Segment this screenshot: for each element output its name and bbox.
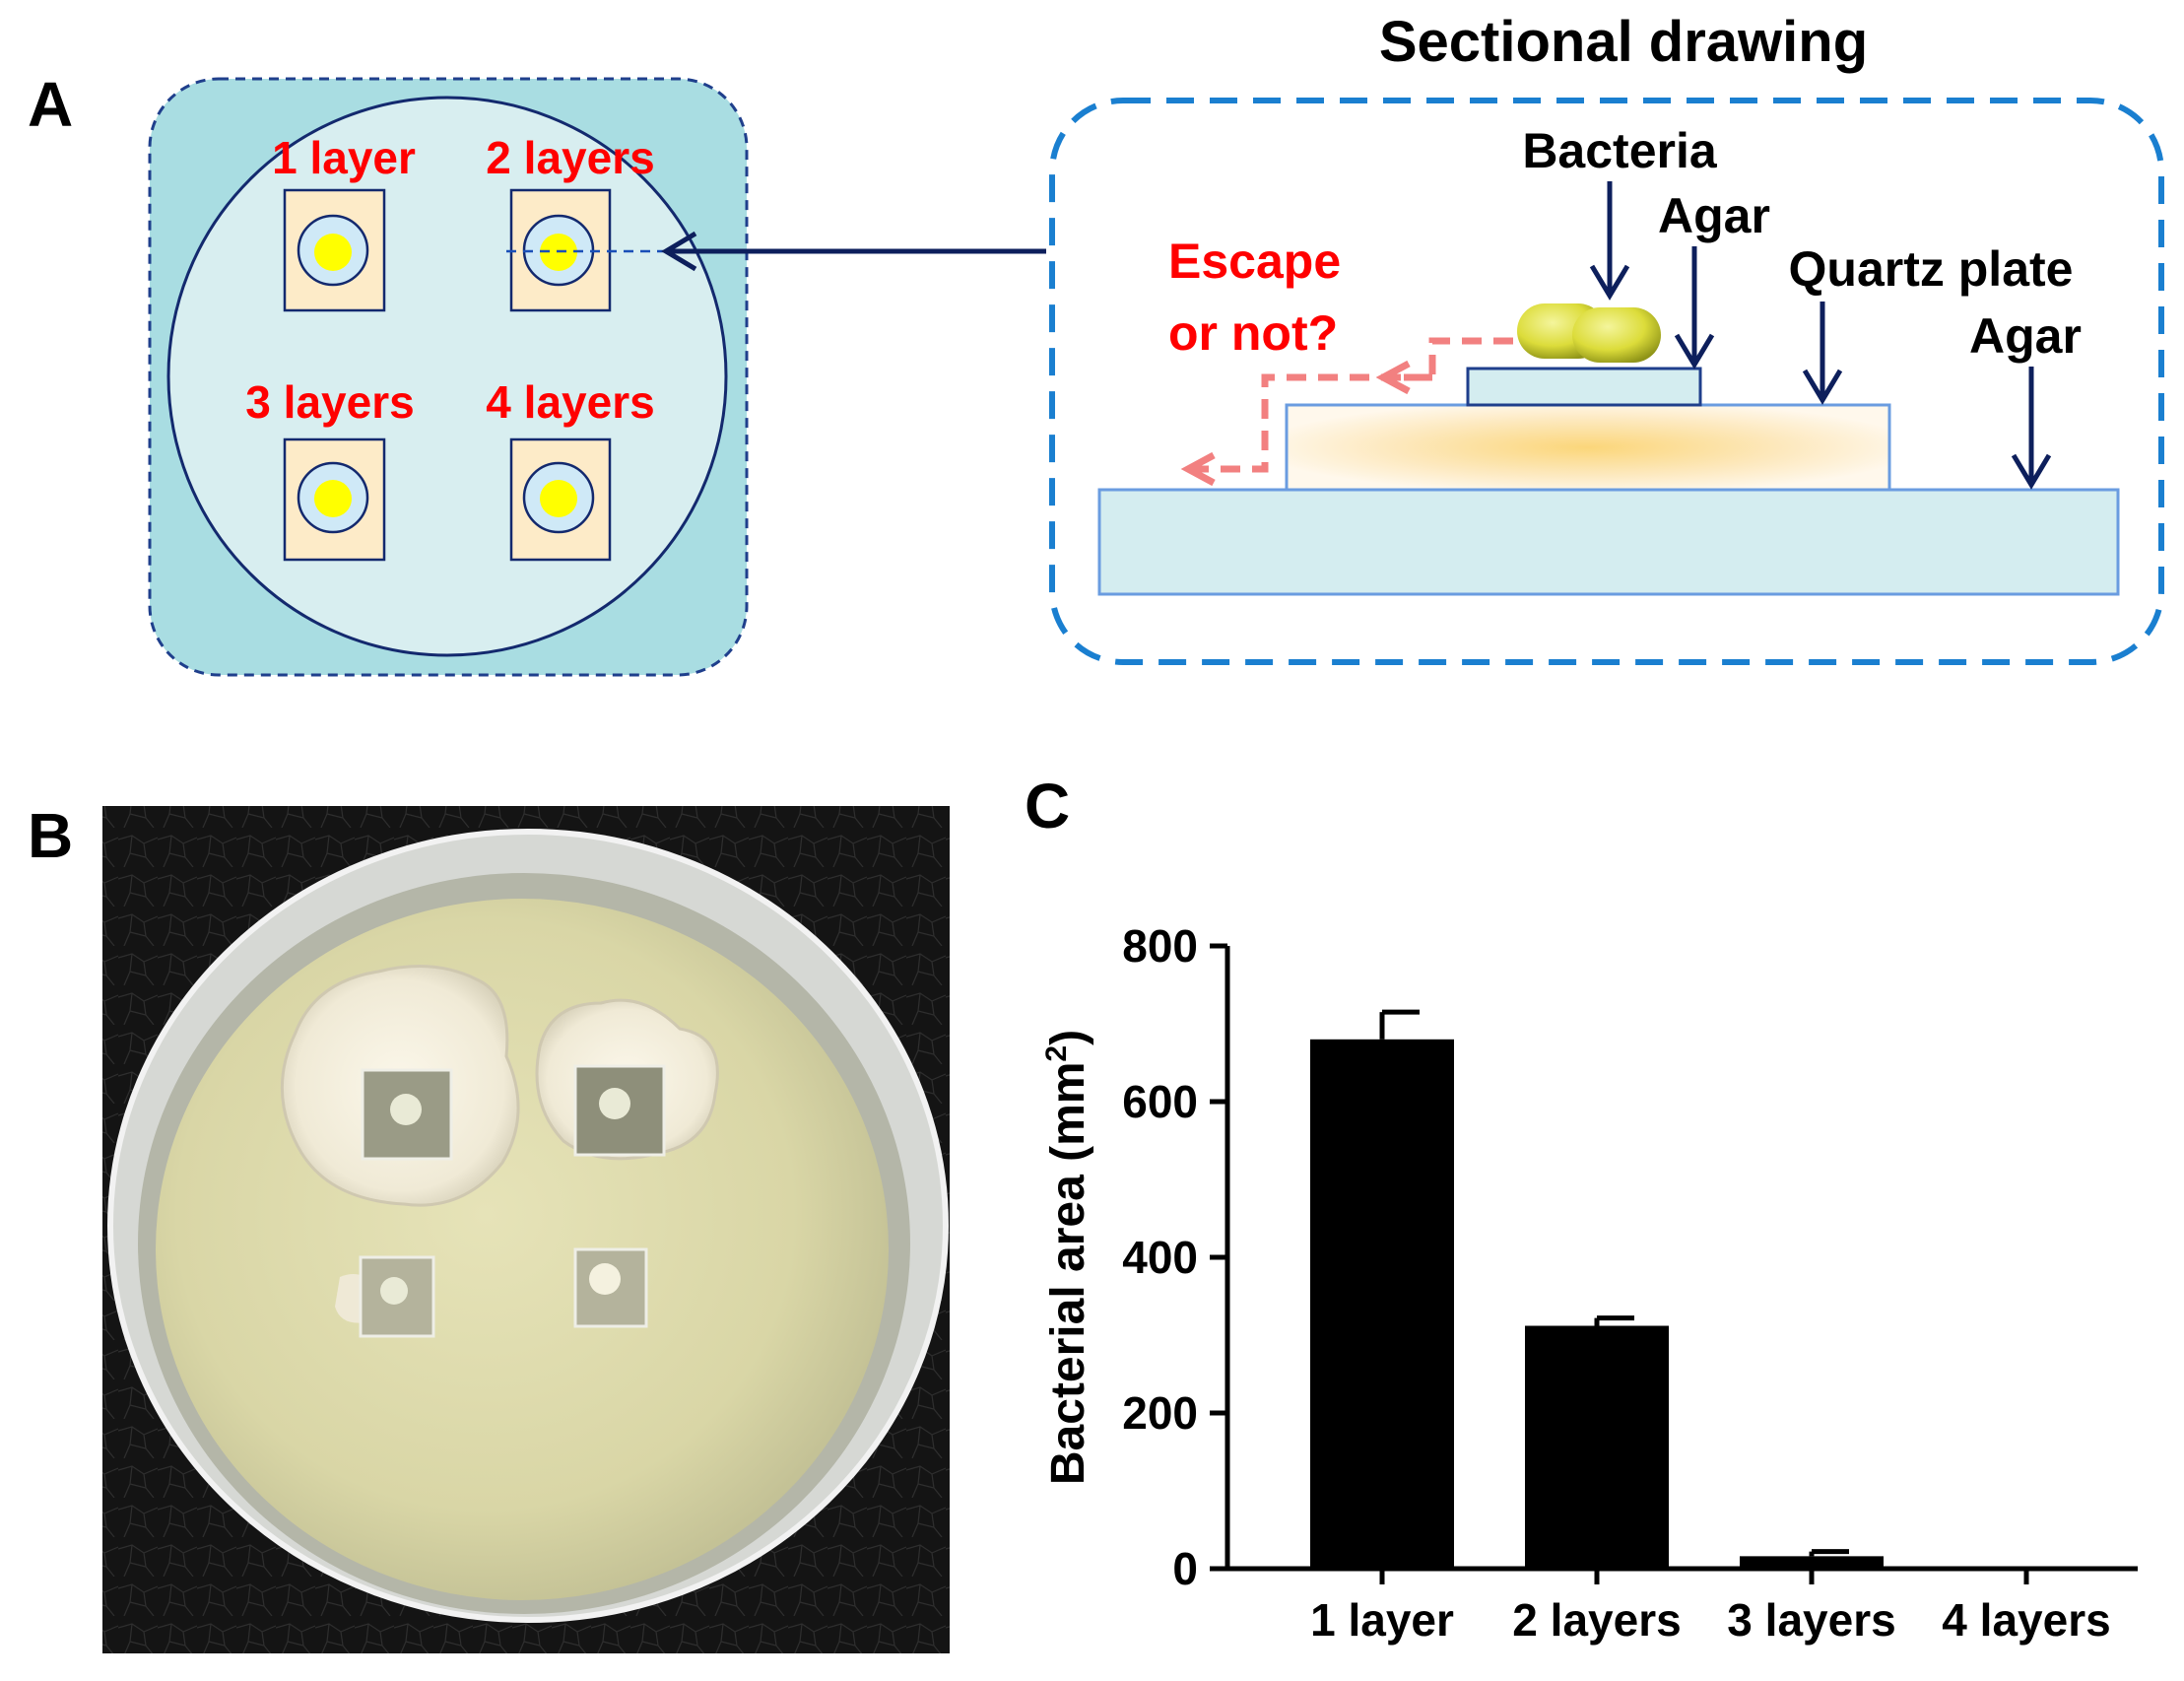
- agar-plate: [156, 899, 889, 1600]
- x-tick-label-3: 3 layers: [1727, 1594, 1895, 1646]
- top-agar-layer: [1466, 367, 1702, 407]
- sectional-frame: [1049, 98, 2164, 665]
- bacterial-area-chart: 0 200 400 600 800 1 layer 2 layers 3 layers 4 l…: [1040, 920, 2138, 1646]
- arrow-bacteria: [1589, 181, 1630, 301]
- label-quartz-plate: Quartz plate: [1789, 241, 2074, 297]
- escape-label-line2: or not?: [1168, 305, 1338, 361]
- label-4-layers: 4 layers: [486, 376, 654, 428]
- quartz-plate-4: [509, 437, 612, 562]
- sectional-drawing: Sectional drawing Escape or not? Bacteri…: [1049, 10, 2164, 665]
- dish-schematic: 1 layer 2 layers 3 layers 4 layers: [148, 77, 749, 677]
- label-1-layer: 1 layer: [272, 132, 416, 183]
- panel-label-a: A: [28, 69, 73, 140]
- error-bar-3: [1809, 1549, 1849, 1557]
- label-3-layers: 3 layers: [245, 376, 414, 428]
- quartz-plate-3: [283, 437, 386, 562]
- x-tick-label-1: 1 layer: [1310, 1594, 1454, 1646]
- bacteria-capsules: [1517, 303, 1661, 363]
- escape-path: [1194, 337, 1513, 473]
- arrow-agar-top: [1674, 246, 1715, 370]
- photo-spot-4: [589, 1263, 621, 1295]
- label-2-layers: 2 layers: [486, 132, 654, 183]
- bar-2: [1525, 1325, 1669, 1569]
- photo-spot-1: [390, 1094, 422, 1125]
- bar-1: [1310, 1039, 1454, 1569]
- y-axis-label: Bacterial area (mm2): [1040, 1030, 1094, 1485]
- x-tick-label-4: 4 layers: [1942, 1594, 2110, 1646]
- error-bar-2: [1594, 1315, 1634, 1326]
- label-bacteria: Bacteria: [1522, 123, 1718, 178]
- y-tick-label-3: 400: [1122, 1232, 1198, 1283]
- photo-spot-3: [380, 1277, 408, 1305]
- bottom-agar-layer: [1097, 488, 2120, 596]
- quartz-plate-layer: [1285, 403, 1891, 492]
- y-tick-label-2: 200: [1122, 1387, 1198, 1439]
- y-tick-label-4: 600: [1122, 1076, 1198, 1127]
- arrow-agar-bottom: [2011, 367, 2052, 490]
- arrow-quartz: [1802, 302, 1843, 405]
- link-arrow: [661, 231, 1046, 272]
- escape-arrowhead-lower: [1180, 451, 1216, 487]
- panel-label-c: C: [1025, 771, 1070, 841]
- escape-arrowhead-upper: [1375, 360, 1411, 395]
- sectional-title: Sectional drawing: [1379, 10, 1868, 74]
- error-bar-1: [1379, 1009, 1420, 1040]
- escape-label-line1: Escape: [1168, 234, 1341, 289]
- petri-dish-photo: [102, 806, 950, 1653]
- x-tick-label-2: 2 layers: [1512, 1594, 1681, 1646]
- photo-spot-2: [599, 1088, 630, 1119]
- label-agar-top: Agar: [1658, 188, 1770, 243]
- label-agar-bottom: Agar: [1969, 308, 2082, 364]
- quartz-plate-1: [283, 188, 386, 312]
- bar-3: [1740, 1556, 1884, 1569]
- y-tick-label-1: 0: [1172, 1543, 1198, 1594]
- y-tick-label-5: 800: [1122, 920, 1198, 972]
- panel-label-b: B: [28, 800, 73, 871]
